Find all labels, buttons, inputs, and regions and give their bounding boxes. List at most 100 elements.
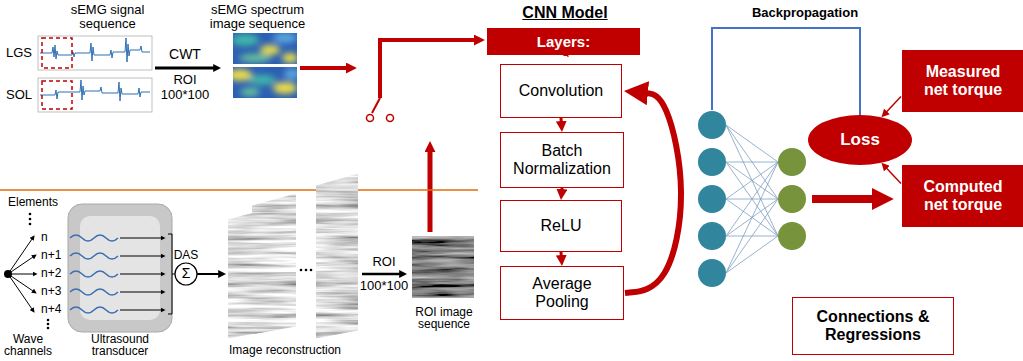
node-text: Batch Normalization	[507, 142, 617, 179]
figure-label: Backpropagation	[745, 6, 865, 20]
torque-box: Measured net torque	[902, 50, 1023, 112]
layer-box: Batch Normalization	[500, 132, 624, 188]
figure-label: DAS	[171, 249, 201, 262]
label-box: 100*100	[155, 88, 215, 102]
label-box: n+4	[41, 303, 61, 316]
spectrum-blob	[284, 69, 300, 79]
output-neurons	[778, 148, 806, 250]
node-text: Loss	[840, 130, 880, 150]
connector-arrow	[560, 188, 563, 190]
channel-arrow	[120, 292, 161, 293]
node-text: Computed net torque	[914, 178, 1012, 215]
das-arrow	[197, 273, 219, 275]
wave-line	[70, 235, 118, 313]
connector-arrow	[560, 252, 563, 256]
input-arrow	[428, 151, 433, 232]
ellipsis-dot	[29, 218, 32, 221]
fan-arrow	[8, 274, 32, 309]
figure-label: n+3	[41, 285, 61, 298]
label-box: n	[41, 231, 48, 244]
node-text: Average Pooling	[507, 275, 617, 312]
ellipsis-dot	[29, 223, 32, 226]
label-box: Wave channels	[0, 333, 56, 357]
figure-label: 100*100	[155, 88, 215, 102]
spectrum-blob	[240, 88, 260, 96]
switch-contact	[367, 115, 374, 122]
figure-label: Σ	[176, 266, 196, 281]
connector-arrow	[886, 168, 901, 184]
channel-arrow	[120, 256, 161, 257]
node-text: Measured net torque	[914, 63, 1012, 100]
ellipsis-dot	[310, 269, 313, 272]
figure-label: SOL	[6, 88, 32, 102]
bracket	[168, 234, 172, 314]
channel-arrow	[120, 274, 161, 275]
semg-trace	[40, 80, 150, 101]
figure-label: n	[41, 231, 48, 244]
label-box: sEMG spectrum image sequence	[200, 3, 315, 32]
ellipsis-dot	[47, 323, 50, 326]
label-box: sEMG signal sequence	[55, 3, 160, 32]
label-box: SOL	[6, 88, 32, 102]
connector-arrow	[886, 97, 901, 112]
backpropagation-line	[712, 28, 860, 115]
roi-dashed-box	[42, 81, 72, 109]
node-text: Convolution	[519, 82, 604, 100]
semg-trace	[40, 38, 150, 62]
label-box: 100*100	[353, 279, 415, 293]
switch-symbol	[372, 98, 380, 113]
torque-box: Computed net torque	[902, 165, 1023, 227]
ellipse-shape	[808, 115, 912, 165]
layer-box: Average Pooling	[500, 266, 624, 320]
label-box: CWT	[160, 47, 210, 62]
layer-box: ReLU	[500, 200, 622, 252]
figure-label: sEMG signal sequence	[55, 3, 160, 32]
figure-label: ROI image sequence	[402, 306, 486, 330]
figure-label: n+2	[41, 267, 61, 280]
label-box: ROI image sequence	[402, 306, 486, 330]
label-box: n+2	[41, 267, 61, 280]
node-text: Layers:	[537, 33, 590, 50]
spectrum-blob	[282, 53, 298, 63]
ellipsis-dot	[300, 269, 303, 272]
ellipsis-dot	[305, 269, 308, 272]
spectrum-blob	[273, 33, 297, 43]
regression-box: Connections & Regressions	[792, 297, 954, 355]
label-box: ROI	[358, 255, 410, 269]
input-arrow	[380, 40, 475, 98]
figure-label: Ultrasound transducer	[70, 333, 170, 357]
output-arrow	[812, 195, 874, 203]
figure-label: ROI	[358, 255, 410, 269]
switch-contact	[387, 115, 394, 122]
input-arrow	[300, 66, 347, 70]
label-box: ROI	[160, 73, 210, 87]
figure-label: Image reconstruction	[212, 344, 358, 357]
fan-arrow	[8, 257, 33, 274]
figure-label: 100*100	[353, 279, 415, 293]
roi-image	[412, 236, 474, 298]
signal-frame	[38, 36, 152, 70]
sum-circle	[175, 263, 197, 285]
node-text: Connections & Regressions	[799, 308, 947, 345]
label-box: Image reconstruction	[212, 344, 358, 357]
channel-arrow	[120, 238, 161, 239]
cwt-arrow	[155, 67, 214, 70]
spectrum-blob	[273, 82, 297, 94]
figure-label: n+1	[41, 249, 61, 262]
label-box: Ultrasound transducer	[70, 333, 170, 357]
connector-arrow	[625, 93, 681, 293]
separator-line	[0, 189, 478, 191]
fan-arrow	[8, 239, 32, 274]
ultrasound-frame	[228, 208, 272, 338]
label-box: CNN Model	[505, 4, 625, 22]
loss-ellipse: Loss	[808, 115, 912, 165]
roi-arrow	[362, 273, 400, 276]
figure-label: n+4	[41, 303, 61, 316]
figure-label: sEMG spectrum image sequence	[200, 3, 315, 32]
figure-label: ROI	[160, 73, 210, 87]
transducer-image	[80, 216, 160, 320]
figure-label: CNN Model	[505, 4, 625, 22]
label-box: n+3	[41, 285, 61, 298]
spectrum-blob	[248, 75, 276, 85]
